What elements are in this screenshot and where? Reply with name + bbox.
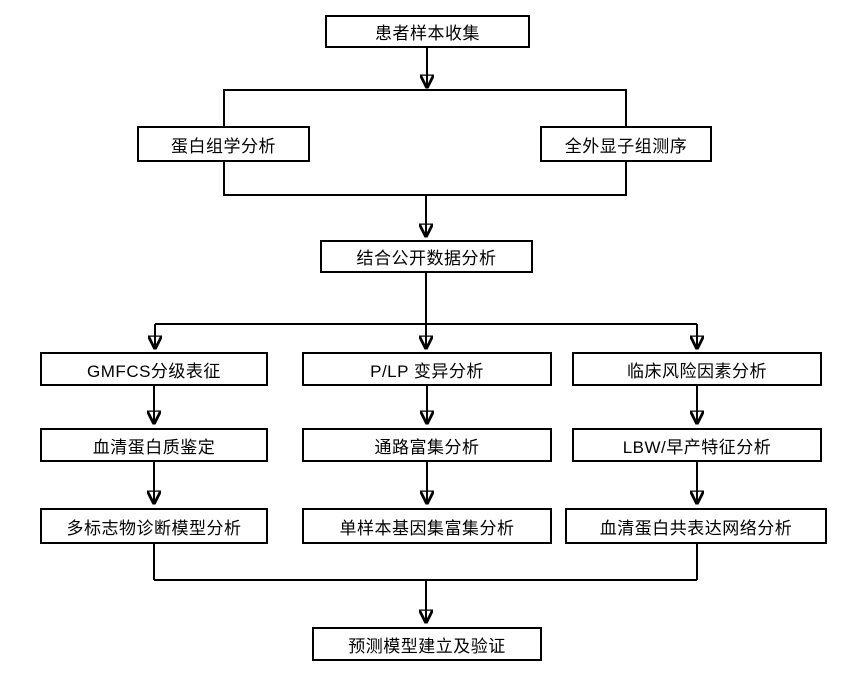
node-pathway-enrich: 通路富集分析: [302, 428, 552, 462]
node-gmfcs: GMFCS分级表征: [40, 352, 268, 386]
node-collect: 患者样本收集: [325, 15, 530, 48]
node-public-data: 结合公开数据分析: [320, 240, 533, 273]
node-prediction-model: 预测模型建立及验证: [312, 627, 542, 661]
node-wes: 全外显子组测序: [540, 126, 712, 162]
node-serum-protein-id: 血清蛋白质鉴定: [40, 428, 268, 462]
node-multimarker-model: 多标志物诊断模型分析: [40, 508, 268, 544]
node-ssgsea: 单样本基因集富集分析: [302, 508, 552, 544]
node-proteomics: 蛋白组学分析: [137, 126, 310, 162]
node-lbw-preterm: LBW/早产特征分析: [572, 428, 822, 462]
node-plp: P/LP 变异分析: [302, 352, 552, 386]
node-coexpression: 血清蛋白共表达网络分析: [565, 508, 827, 544]
node-clinical-risk: 临床风险因素分析: [572, 352, 822, 386]
